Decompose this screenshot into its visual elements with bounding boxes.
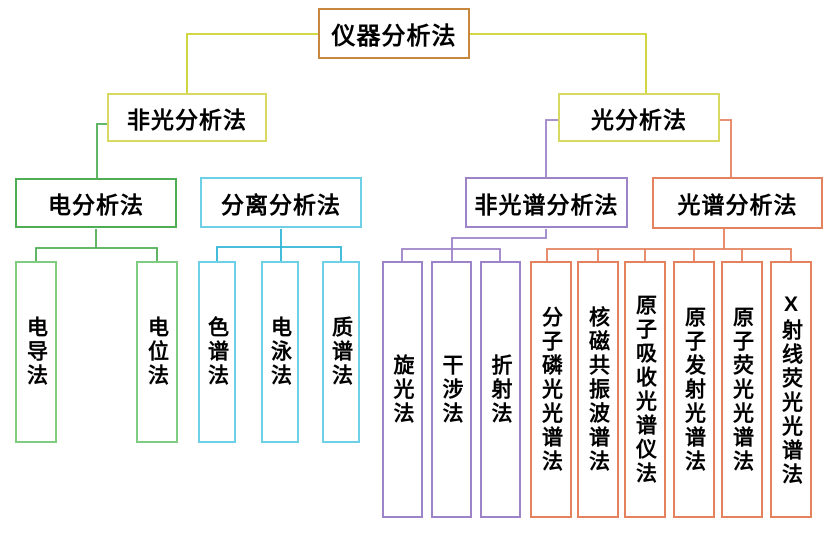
node-mass-spectrometry: 质谱法 [322, 261, 360, 443]
node-nmr-spectroscopy: 核磁共振波谱法 [577, 261, 619, 518]
node-polarimetry: 旋光法 [382, 261, 423, 518]
node-electro-analysis: 电分析法 [15, 178, 177, 228]
node-conductometry: 电导法 [15, 261, 57, 443]
node-xray-fluorescence-spectroscopy: X射线荧光光谱法 [770, 261, 812, 518]
node-refractometry: 折射法 [480, 261, 521, 518]
node-non-optical-analysis: 非光分析法 [107, 93, 267, 142]
node-separation-analysis: 分离分析法 [200, 177, 362, 228]
node-optical-analysis: 光分析法 [558, 93, 720, 142]
node-atomic-emission-spectroscopy: 原子发射光谱法 [673, 261, 715, 518]
node-non-spectro-analysis: 非光谱分析法 [465, 177, 628, 228]
node-potentiometry: 电位法 [136, 261, 178, 443]
node-electrophoresis: 电泳法 [261, 261, 299, 443]
node-spectro-analysis: 光谱分析法 [652, 177, 823, 229]
node-atomic-fluorescence-spectroscopy: 原子荧光光谱法 [721, 261, 763, 518]
node-atomic-absorption-spectroscopy: 原子吸收光谱仪法 [624, 261, 666, 518]
node-interferometry: 干涉法 [431, 261, 472, 518]
node-chromatography: 色谱法 [198, 261, 236, 443]
node-molecular-phosphorescence-spectroscopy: 分子磷光光谱法 [530, 261, 572, 518]
node-instrumental-analysis: 仪器分析法 [318, 8, 470, 59]
